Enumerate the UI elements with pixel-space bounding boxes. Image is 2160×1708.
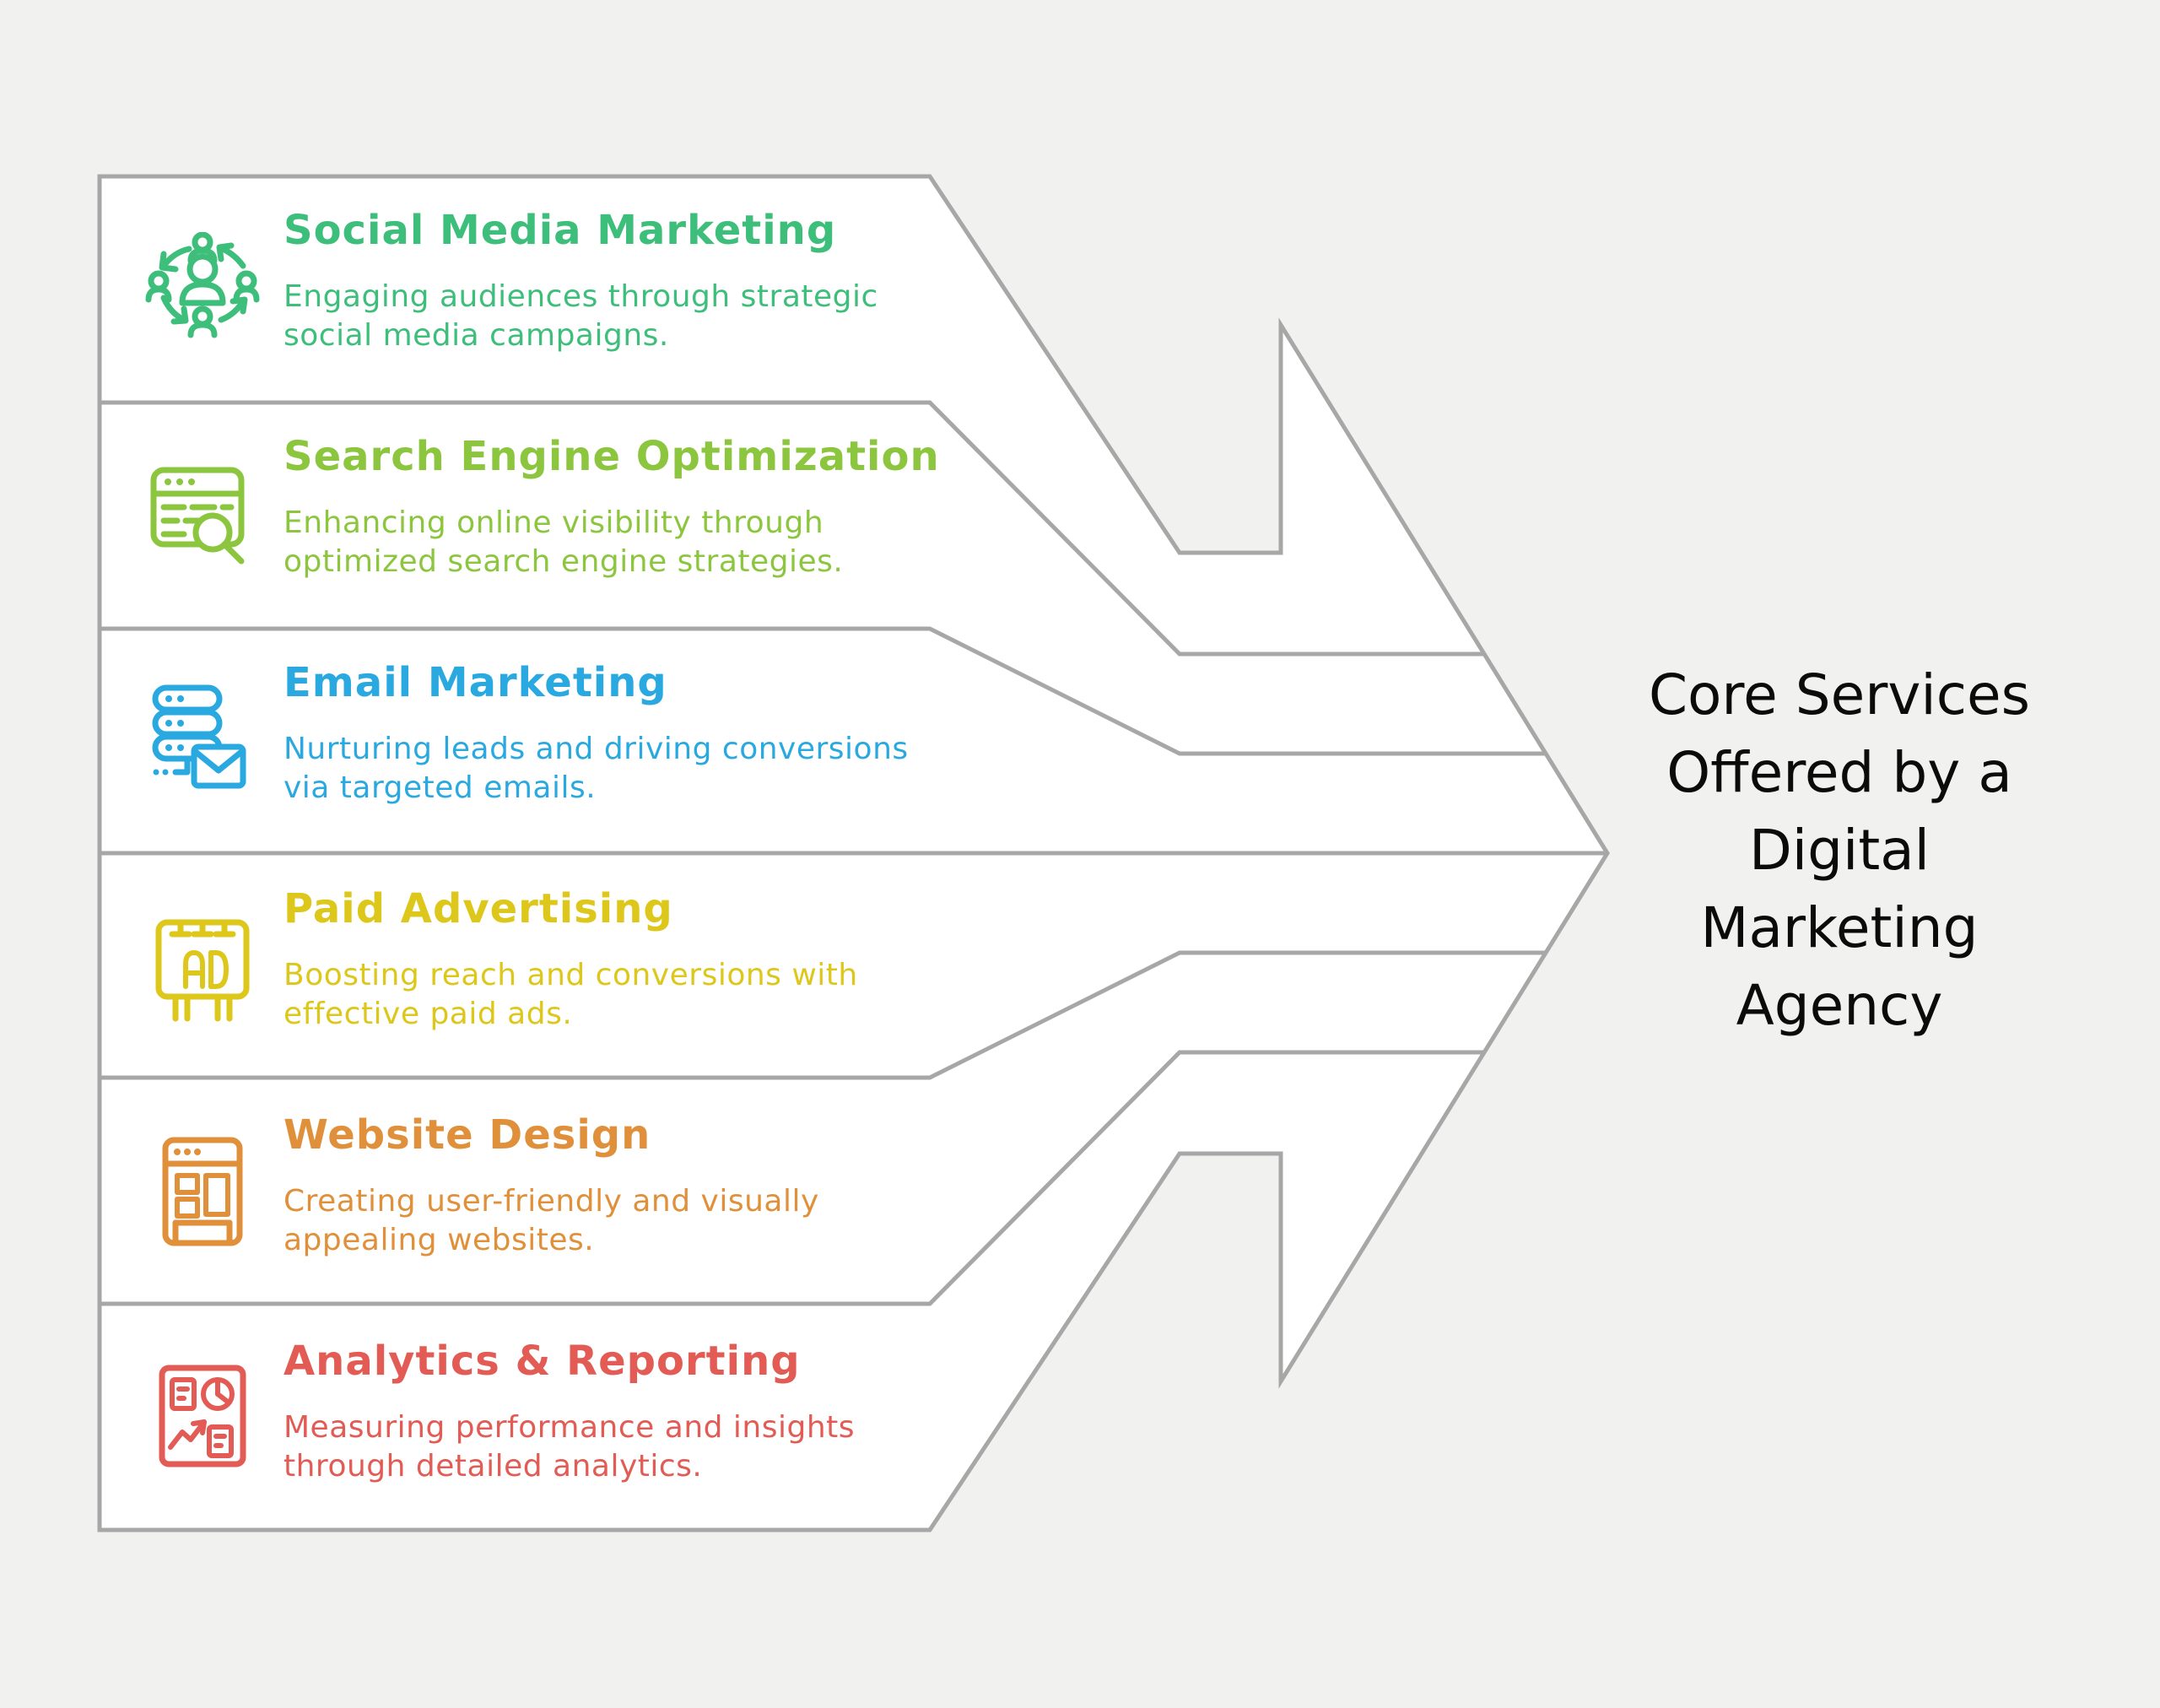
page-title-line: Digital (1748, 818, 1930, 883)
service-description: Enhancing online visibility through opti… (284, 505, 844, 579)
page-title: Core Services Offered by a Digital Marke… (1595, 657, 2084, 1045)
band-separator-2 (100, 626, 1546, 756)
page-title-line: Agency (1736, 973, 1943, 1038)
website-layout-icon (145, 1137, 260, 1248)
service-band-analytics: Analytics & Reporting Measuring performa… (0, 1307, 1097, 1533)
service-title: Analytics & Reporting (284, 1338, 801, 1385)
service-title: Social Media Marketing (284, 207, 837, 254)
social-network-icon (145, 232, 260, 343)
analytics-report-icon (145, 1363, 260, 1474)
seo-search-icon (145, 458, 260, 570)
service-band-seo: Search Engine Optimization Enhancing onl… (0, 403, 1097, 629)
service-band-social-media: Social Media Marketing Engaging audience… (0, 176, 1097, 403)
band-separator-4 (100, 950, 1546, 1080)
service-band-website: Website Design Creating user-friendly an… (0, 1081, 1097, 1307)
service-description: Nurturing leads and driving conversions … (284, 732, 909, 805)
service-title: Website Design (284, 1111, 651, 1159)
service-band-paid-ads: Paid Advertising Boosting reach and conv… (0, 855, 1097, 1081)
page-title-line: Offered by a (1666, 740, 2012, 805)
service-description: Creating user-friendly and visually appe… (284, 1184, 819, 1257)
service-band-email: Email Marketing Nurturing leads and driv… (0, 629, 1097, 855)
email-server-icon (145, 684, 260, 796)
service-title: Email Marketing (284, 659, 667, 706)
service-title: Search Engine Optimization (284, 433, 940, 480)
service-description: Measuring performance and insights throu… (284, 1410, 856, 1484)
page-title-line: Core Services (1648, 662, 2031, 727)
service-description: Engaging audiences through strategic soc… (284, 279, 878, 353)
service-title: Paid Advertising (284, 885, 673, 932)
band-separator-5 (100, 1050, 1484, 1306)
band-separator-1 (100, 400, 1484, 657)
service-description: Boosting reach and conversions with effe… (284, 958, 858, 1031)
billboard-ad-icon (145, 911, 260, 1022)
page-title-line: Marketing (1700, 895, 1979, 960)
